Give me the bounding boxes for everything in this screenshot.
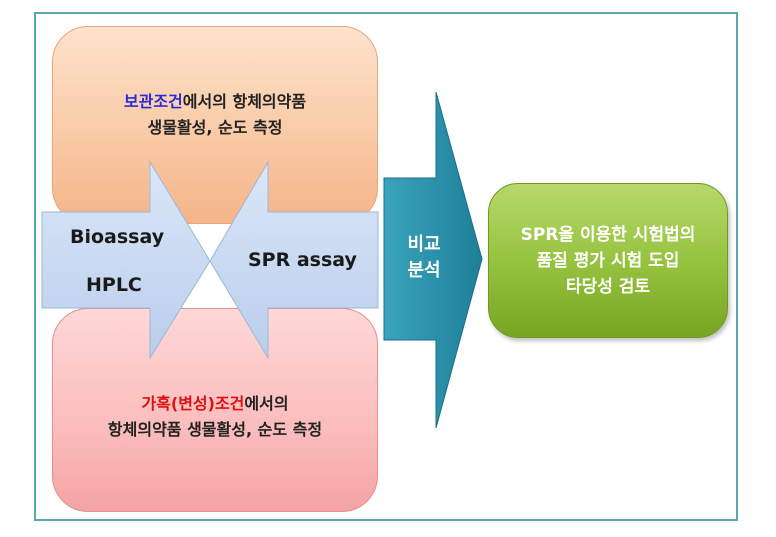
compare-label-line2: 분석 (407, 260, 441, 281)
storage-highlight: 보관조건 (123, 92, 183, 111)
result-line1: SPR을 이용한 시험법의 (520, 225, 696, 245)
bioassay-arrow (41, 160, 211, 360)
stress-highlight: 가혹(변성)조건 (141, 394, 245, 413)
storage-box-line2: 생물활성, 순도 측정 (147, 118, 283, 137)
compare-label-line1: 비교 (407, 234, 441, 255)
spr-assay-label: SPR assay (248, 249, 357, 271)
stress-box-line1: 가혹(변성)조건에서의 (53, 391, 377, 417)
spr-assay-arrow (209, 160, 379, 360)
stress-condition-box: 가혹(변성)조건에서의 항체의약품 생물활성, 순도 측정 (52, 308, 378, 512)
storage-condition-box: 보관조건에서의 항체의약품 생물활성, 순도 측정 (52, 26, 378, 224)
compare-label: 비교 분석 (398, 232, 450, 284)
result-box: SPR을 이용한 시험법의 품질 평가 시험 도입 타당성 검토 (488, 183, 728, 338)
stress-line1-rest: 에서의 (244, 394, 289, 413)
storage-line1-rest: 에서의 항체의약품 (182, 92, 307, 111)
hplc-label: HPLC (86, 274, 142, 296)
compare-arrow (383, 91, 483, 429)
storage-box-line1: 보관조건에서의 항체의약품 (53, 89, 377, 115)
stress-box-line2: 항체의약품 생물활성, 순도 측정 (107, 420, 323, 439)
result-line3: 타당성 검토 (565, 277, 651, 297)
result-line2: 품질 평가 시험 도입 (536, 251, 680, 271)
bioassay-label: Bioassay (70, 226, 165, 248)
